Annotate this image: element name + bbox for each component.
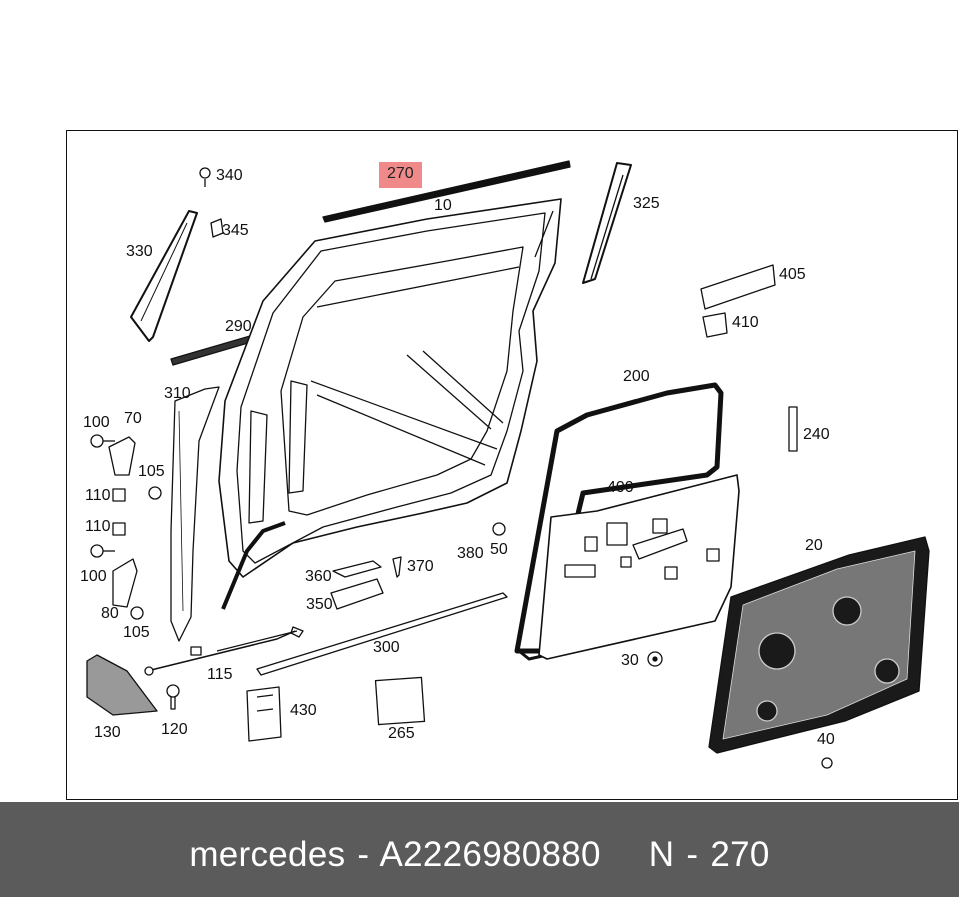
callout-105-top: 105: [138, 463, 165, 480]
callout-370: 370: [407, 558, 434, 575]
callout-360: 360: [305, 568, 332, 585]
part-345-clip: [210, 218, 224, 238]
callout-130: 130: [94, 724, 121, 741]
callout-115: 115: [207, 666, 233, 683]
part-430: [246, 686, 282, 742]
part-340-screw: [199, 167, 211, 179]
callout-410: 410: [732, 314, 759, 331]
part-100b-bolt: [90, 544, 104, 558]
callout-120: 120: [161, 721, 188, 738]
part-10-door-frame: [218, 198, 562, 578]
callout-10: 10: [434, 197, 452, 214]
callout-200: 200: [623, 368, 650, 385]
callout-350: 350: [306, 596, 333, 613]
part-240-pin: [788, 406, 798, 452]
callout-100-bottom: 100: [80, 568, 107, 585]
footer-banner: mercedes - A2226980880 N - 270: [0, 802, 959, 897]
callout-70: 70: [124, 410, 142, 427]
callout-430: 430: [290, 702, 317, 719]
callout-265: 265: [388, 725, 415, 742]
callout-330: 330: [126, 243, 153, 260]
callout-20: 20: [805, 537, 823, 554]
part-300-rod: [256, 592, 508, 676]
part-110b-nut: [112, 522, 126, 536]
callout-105-bottom: 105: [123, 624, 150, 641]
callout-240: 240: [803, 426, 830, 443]
part-270-strip: [322, 160, 571, 223]
callout-30: 30: [621, 652, 639, 669]
parts-diagram-frame: 340 270 10 325 345 330 405 290 410 200 3…: [66, 130, 958, 800]
footer-separator: -: [357, 835, 370, 874]
part-130-bracket: [86, 654, 158, 716]
part-360: [332, 560, 382, 578]
part-70-hinge: [108, 436, 136, 476]
callout-290: 290: [225, 318, 252, 335]
part-40-screw: [821, 757, 833, 769]
part-410-pad: [702, 312, 728, 338]
part-120-stud: [166, 684, 180, 698]
callout-405: 405: [779, 266, 806, 283]
callout-380: 380: [457, 545, 484, 562]
callout-110-bottom: 110: [85, 518, 111, 535]
footer-caption: mercedes - A2226980880 N - 270: [0, 835, 959, 875]
callout-50: 50: [490, 541, 508, 558]
part-310-panel: [170, 386, 220, 642]
parts-diagram-drawing: [86, 160, 930, 769]
footer-part-number: A2226980880: [379, 835, 601, 874]
part-330-trim: [130, 210, 198, 342]
callout-40: 40: [817, 731, 835, 748]
callout-400: 400: [607, 479, 634, 496]
callout-300: 300: [373, 639, 400, 656]
footer-position-label: N - 270: [648, 835, 770, 874]
part-110-nut: [112, 488, 126, 502]
part-325-trim: [582, 162, 632, 284]
part-400-panel: [538, 474, 740, 660]
part-100-bolt: [90, 434, 104, 448]
part-50-plug: [492, 522, 506, 536]
part-350: [330, 578, 384, 610]
part-80-hinge: [112, 558, 138, 608]
footer-brand: mercedes: [189, 835, 346, 874]
callout-270-highlight: 270: [379, 162, 422, 188]
part-105-nut: [148, 486, 162, 500]
callout-80: 80: [101, 605, 119, 622]
callout-325: 325: [633, 195, 660, 212]
callout-110-top: 110: [85, 487, 111, 504]
callout-345: 345: [222, 222, 249, 239]
callout-310: 310: [164, 385, 191, 402]
part-370-clip: [392, 556, 402, 578]
callout-340: 340: [216, 167, 243, 184]
part-405-pad: [700, 264, 776, 310]
part-265-pad: [374, 676, 426, 726]
part-105b-nut: [130, 606, 144, 620]
callout-100-top: 100: [83, 414, 110, 431]
